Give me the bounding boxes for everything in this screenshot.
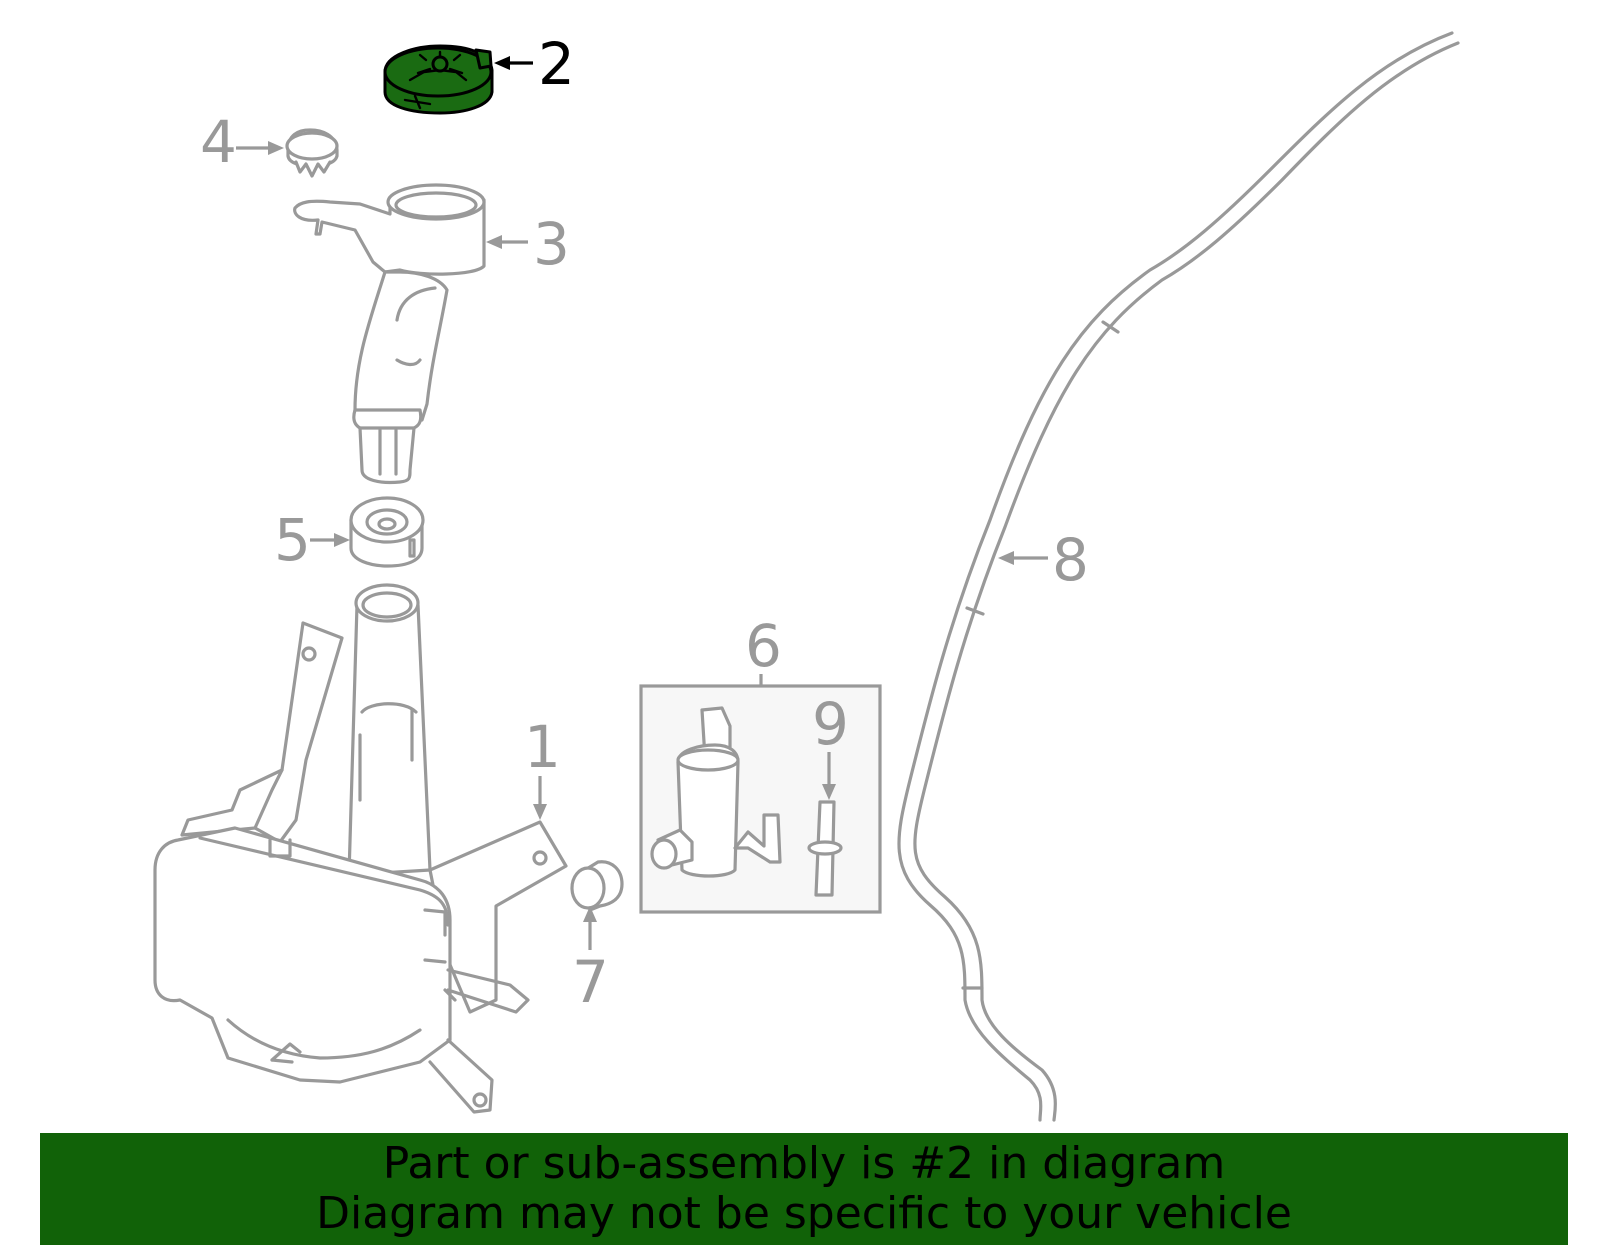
part-9-connector[interactable] — [807, 800, 843, 897]
callout-7: 7 — [572, 948, 609, 1016]
part-3-filler-neck[interactable] — [293, 183, 486, 485]
banner-line-1: Part or sub-assembly is #2 in diagram — [382, 1138, 1226, 1189]
callout-5: 5 — [274, 506, 311, 574]
info-banner: Part or sub-assembly is #2 in diagram Di… — [40, 1133, 1568, 1245]
callout-1: 1 — [524, 713, 561, 781]
part-5-grommet[interactable] — [349, 496, 425, 568]
banner-line-2: Diagram may not be specific to your vehi… — [316, 1188, 1292, 1239]
part-6-pump[interactable] — [650, 706, 782, 878]
part-8-hose[interactable] — [897, 31, 1460, 1122]
callout-arrows — [236, 56, 1048, 950]
part-4-small-cap[interactable] — [285, 128, 339, 178]
callout-8: 8 — [1052, 526, 1089, 594]
callout-9: 9 — [812, 690, 849, 758]
part-2-cap[interactable] — [383, 44, 494, 115]
part-7-plug[interactable] — [570, 860, 624, 912]
callout-3: 3 — [533, 210, 570, 278]
callout-2: 2 — [538, 30, 575, 98]
part-1-reservoir[interactable] — [153, 583, 568, 1114]
callout-6: 6 — [745, 612, 782, 680]
callout-4: 4 — [200, 108, 237, 176]
